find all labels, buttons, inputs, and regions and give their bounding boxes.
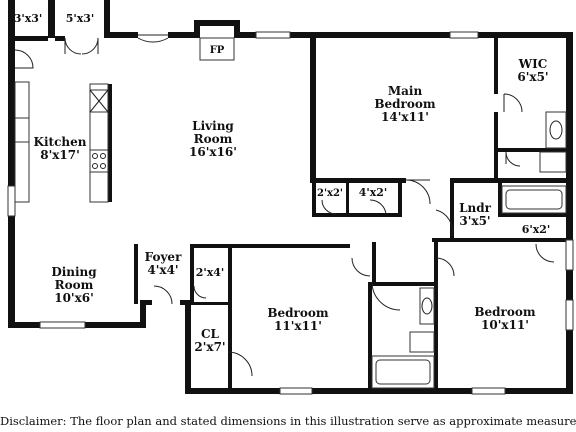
laundry-dims: 3'x5' <box>459 214 490 228</box>
closet-a-dims: 3'x3' <box>14 12 43 25</box>
bedroom-2-dims: 10'x11' <box>481 318 529 332</box>
dining-name2: Room <box>55 278 94 292</box>
exterior-walls <box>8 0 573 394</box>
closet-cl-dims: 2'x7' <box>194 340 225 354</box>
fireplace-label: FP <box>210 45 225 56</box>
living-dims: 16'x16' <box>189 145 237 159</box>
kitchen-sink <box>14 117 30 143</box>
living-name2: Room <box>194 132 233 146</box>
dining-dims: 10'x6' <box>54 291 94 305</box>
hall-toilet <box>409 331 435 353</box>
foyer-dims: 4'x4' <box>147 263 178 277</box>
foyer-closet-dims: 2'x4' <box>196 266 225 279</box>
bedroom-2-name: Bedroom <box>474 305 535 319</box>
closet-cl-name: CL <box>201 327 220 341</box>
wic-dims: 6'x5' <box>517 70 548 84</box>
kitchen-name: Kitchen <box>34 135 87 149</box>
doors <box>14 34 555 377</box>
bedroom-1-dims: 11'x11' <box>274 319 322 333</box>
kitchen-dims: 8'x17' <box>40 148 80 162</box>
windows <box>7 31 574 395</box>
closet-c-dims: 6'x2' <box>522 223 551 236</box>
main-bedroom-name2: Bedroom <box>374 97 435 111</box>
main-bedroom-name: Main <box>388 84 423 98</box>
room-labels: 3'x3' 5'x3' FP Kitchen 8'x17' Living Roo… <box>14 12 551 354</box>
closet-b-dims: 5'x3' <box>66 12 95 25</box>
bedroom-1-name: Bedroom <box>267 306 328 320</box>
fixtures <box>14 37 567 389</box>
laundry-name: Lndr <box>459 201 492 215</box>
main-bedroom-dims: 14'x11' <box>381 110 429 124</box>
fireplace-box <box>199 37 235 61</box>
stove <box>89 149 109 173</box>
hall-vanity <box>419 287 435 325</box>
hall-closet-2-dims: 4'x2' <box>359 186 388 199</box>
toilet <box>539 151 567 173</box>
disclaimer-text: Disclaimer: The floor plan and stated di… <box>0 414 576 428</box>
wic-name: WIC <box>518 57 548 71</box>
vanity <box>545 111 567 149</box>
dining-name: Dining <box>51 265 97 279</box>
hall-closet-1-dims: 2'x2' <box>317 188 343 199</box>
interior-walls <box>108 32 572 394</box>
living-name: Living <box>192 119 234 133</box>
foyer-name: Foyer <box>145 250 182 264</box>
